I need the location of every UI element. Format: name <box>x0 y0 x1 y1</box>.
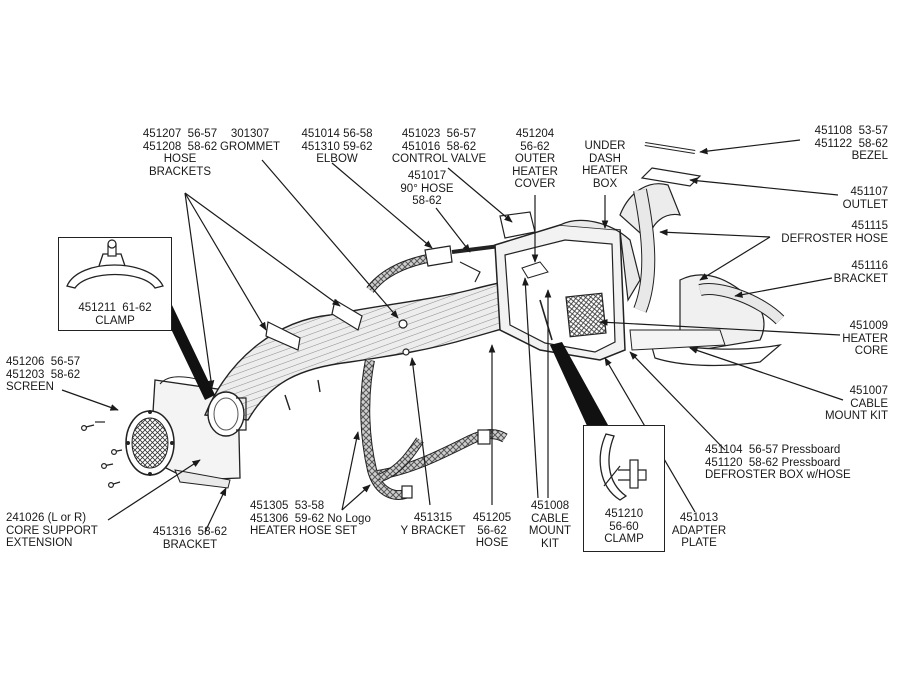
label-grommet: 301307 GROMMET <box>219 128 281 153</box>
label-cable-mount-kit-451008: 451008 CABLE MOUNT KIT <box>528 500 572 550</box>
label-bracket-451316: 451316 58-62 BRACKET <box>152 526 228 551</box>
label-control-valve: 451023 56-57 451016 58-62 CONTROL VALVE <box>391 128 487 166</box>
label-screen: 451206 56-57 451203 58-62 SCREEN <box>6 356 81 394</box>
label-defroster-hose: 451115 DEFROSTER HOSE <box>781 220 888 245</box>
inset-callout-wedge-right <box>550 342 608 428</box>
label-outlet: 451107 OUTLET <box>842 186 888 211</box>
label-core-support-extension: 241026 (L or R) CORE SUPPORT EXTENSION <box>6 512 98 550</box>
label-under-dash-heater-box: UNDER DASH HEATER BOX <box>582 140 628 190</box>
label-heater-hose-set: 451305 53-58 451306 59-62 No Logo HEATER… <box>250 500 371 538</box>
clamp-icon <box>599 433 647 501</box>
screen-part <box>125 410 175 476</box>
label-elbow: 451014 56-58 451310 59-62 ELBOW <box>301 128 373 166</box>
label-hose-451205: 451205 56-62 HOSE <box>472 512 512 550</box>
label-defroster-box: 451104 56-57 Pressboard 451120 58-62 Pre… <box>705 444 851 482</box>
clamp-inset-451210: 451210 56-60 CLAMP <box>583 425 665 552</box>
label-bezel: 451108 53-57 451122 58-62 BEZEL <box>814 125 888 163</box>
label-outer-heater-cover: 451204 56-62 OUTER HEATER COVER <box>512 128 558 191</box>
label-adapter-plate: 451013 ADAPTER PLATE <box>671 512 727 550</box>
heater-hose-set <box>360 253 508 500</box>
label-y-bracket: 451315 Y BRACKET <box>400 512 466 537</box>
leader-lines <box>61 139 844 533</box>
clamp-inset-451211: 451211 61-62 CLAMP <box>58 237 172 331</box>
label-bracket-451116: 451116 BRACKET <box>833 260 888 285</box>
inset-clamp-451211-label: 451211 61-62 CLAMP <box>78 302 152 327</box>
label-hose-brackets: 451207 56-57 451208 58-62 HOSE BRACKETS <box>142 128 218 178</box>
defroster-assembly <box>619 142 785 367</box>
screw-set <box>80 421 123 489</box>
label-90-hose: 451017 90° HOSE 58-62 <box>400 170 454 208</box>
inset-clamp-451210-label: 451210 56-60 CLAMP <box>604 508 644 546</box>
main-heater-hose <box>203 278 549 437</box>
clamp-icon <box>66 239 164 289</box>
label-cable-mount-kit-451007: 451007 CABLE MOUNT KIT <box>824 385 888 423</box>
heater-box-part <box>494 219 641 361</box>
label-heater-core: 451009 HEATER CORE <box>842 320 888 358</box>
